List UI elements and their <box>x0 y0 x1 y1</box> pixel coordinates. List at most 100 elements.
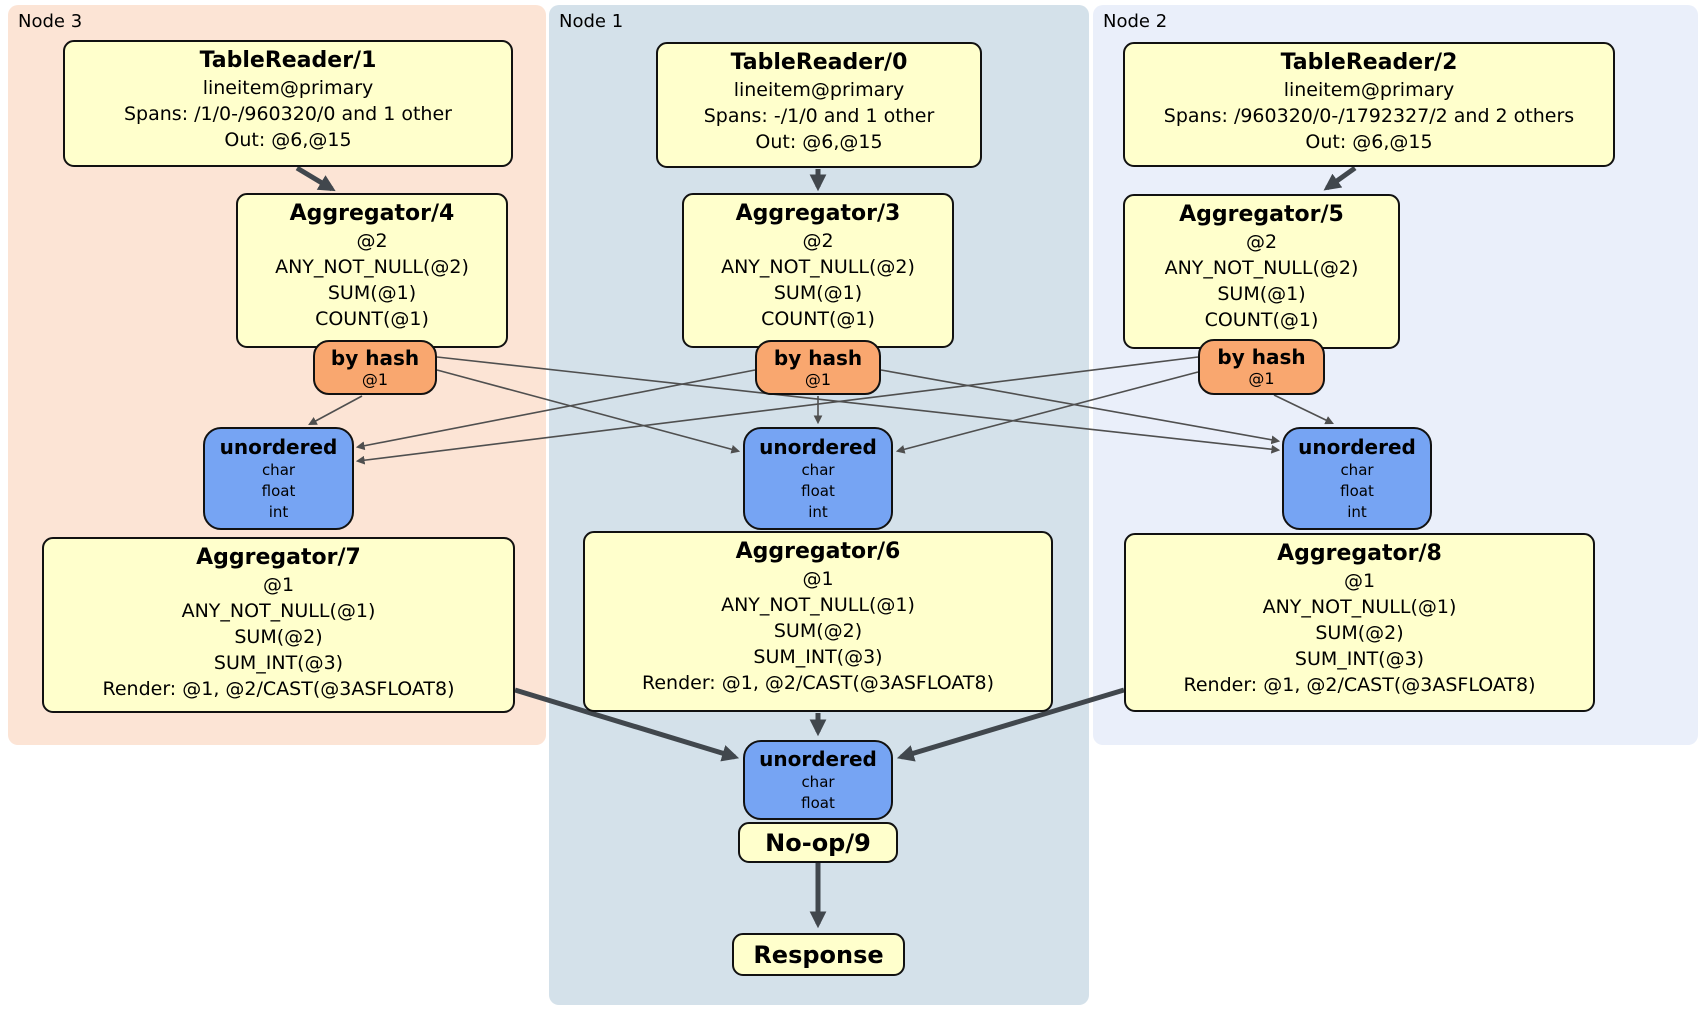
box-line: lineitem@primary <box>1283 79 1455 101</box>
node3-region-label: Node 3 <box>18 11 83 32</box>
box-line: float <box>261 481 296 500</box>
box-line: SUM(@1) <box>327 282 417 304</box>
no-op-9-box: No-op/9 <box>738 822 898 863</box>
box-line: @1 <box>1343 570 1376 592</box>
hash-router-4-lines: @1 <box>319 370 431 390</box>
box-line: ANY_NOT_NULL(@2) <box>721 256 915 278</box>
box-line: Out: @6,@15 <box>755 131 883 153</box>
box-line: COUNT(@1) <box>315 308 429 330</box>
aggregator-8-title: Aggregator/8 <box>1277 541 1442 566</box>
edge-router5-sync-right <box>1273 394 1334 425</box>
box-line: ANY_NOT_NULL(@1) <box>181 600 376 622</box>
box-line: SUM_INT(@3) <box>1294 648 1425 670</box>
box-line: Render: @1, @2/CAST(@3ASFLOAT8) <box>1183 674 1536 696</box>
unordered-sync-final: unordered char float <box>743 740 893 820</box>
edge-router4-sync-left <box>308 395 363 426</box>
box-line: SUM_INT(@3) <box>753 646 883 668</box>
edge-aggregator8-sync-final <box>896 687 1125 762</box>
box-line: SUM(@2) <box>773 620 863 642</box>
aggregator-4-title: Aggregator/4 <box>289 201 455 226</box>
box-line: @1 <box>802 568 834 590</box>
hash-router-4-title: by hash <box>330 345 420 370</box>
box-line: @2 <box>802 230 834 252</box>
box-line: @2 <box>356 230 388 252</box>
box-line: char <box>801 460 835 479</box>
unordered-sync-left-title: unordered <box>219 434 338 459</box>
box-line: float <box>801 481 835 500</box>
box-line: SUM_INT(@3) <box>213 652 344 674</box>
edge-tablereader1-aggregator4 <box>295 165 336 192</box>
aggregator-7-title: Aggregator/7 <box>196 545 361 570</box>
response-title: Response <box>753 940 884 969</box>
box-line: float <box>801 793 835 812</box>
hash-router-3: by hash @1 <box>755 340 881 395</box>
edge-router3-sync-right <box>880 369 1281 445</box>
hash-router-5-lines: @1 <box>1204 369 1319 389</box>
box-line: int <box>808 502 828 521</box>
box-line: Spans: /1/0-/960320/0 and 1 other <box>124 103 452 125</box>
tablereader-0-title: TableReader/0 <box>730 50 908 75</box>
hash-router-3-title: by hash <box>773 345 863 370</box>
tablereader-2-title: TableReader/2 <box>1280 50 1458 75</box>
box-line: Out: @6,@15 <box>224 129 352 151</box>
box-line: @2 <box>1245 231 1278 253</box>
response-box: Response <box>732 933 905 976</box>
edge-router5-sync-center <box>895 371 1199 454</box>
box-line: char <box>801 772 835 791</box>
box-line: SUM(@1) <box>1217 283 1306 305</box>
aggregator-3-title: Aggregator/3 <box>735 201 901 226</box>
box-line: lineitem@primary <box>733 79 905 101</box>
hash-router-5-title: by hash <box>1217 345 1306 369</box>
box-line: ANY_NOT_NULL(@2) <box>1164 257 1359 279</box>
unordered-sync-final-title: unordered <box>759 746 877 771</box>
box-line: ANY_NOT_NULL(@1) <box>721 594 915 616</box>
unordered-sync-right-title: unordered <box>1298 434 1416 459</box>
no-op-9-title: No-op/9 <box>765 828 871 857</box>
box-line: @1 <box>804 369 832 389</box>
hash-router-5: by hash @1 <box>1198 339 1325 395</box>
node2-region-label: Node 2 <box>1103 11 1168 32</box>
edge-router3-sync-left <box>355 369 756 451</box>
box-line: SUM(@2) <box>234 626 323 648</box>
box-line: Out: @6,@15 <box>1305 131 1433 153</box>
box-line: ANY_NOT_NULL(@2) <box>275 256 469 278</box>
unordered-sync-center-lines: char float int <box>749 460 887 523</box>
box-line: Spans: /960320/0-/1792327/2 and 2 others <box>1163 105 1575 127</box>
box-line: COUNT(@1) <box>1204 309 1319 331</box>
box-line: SUM(@2) <box>1315 622 1404 644</box>
edge-aggregator7-sync-final <box>514 687 740 762</box>
tablereader-1-title: TableReader/1 <box>199 48 377 73</box>
edge-tablereader2-aggregator5 <box>1323 165 1357 191</box>
box-line: COUNT(@1) <box>761 308 875 330</box>
box-line: char <box>1340 460 1374 479</box>
box-line: @1 <box>262 574 295 596</box>
edge-router5-sync-left <box>355 356 1199 465</box>
box-line: SUM(@1) <box>773 282 863 304</box>
edge-router4-sync-right <box>436 356 1281 454</box>
box-line: int <box>1347 502 1367 521</box>
box-line: char <box>261 460 296 479</box>
box-line: lineitem@primary <box>202 77 374 99</box>
unordered-sync-final-lines: char float <box>749 772 887 814</box>
box-line: @1 <box>361 369 389 389</box>
hash-router-3-lines: @1 <box>761 370 875 390</box>
